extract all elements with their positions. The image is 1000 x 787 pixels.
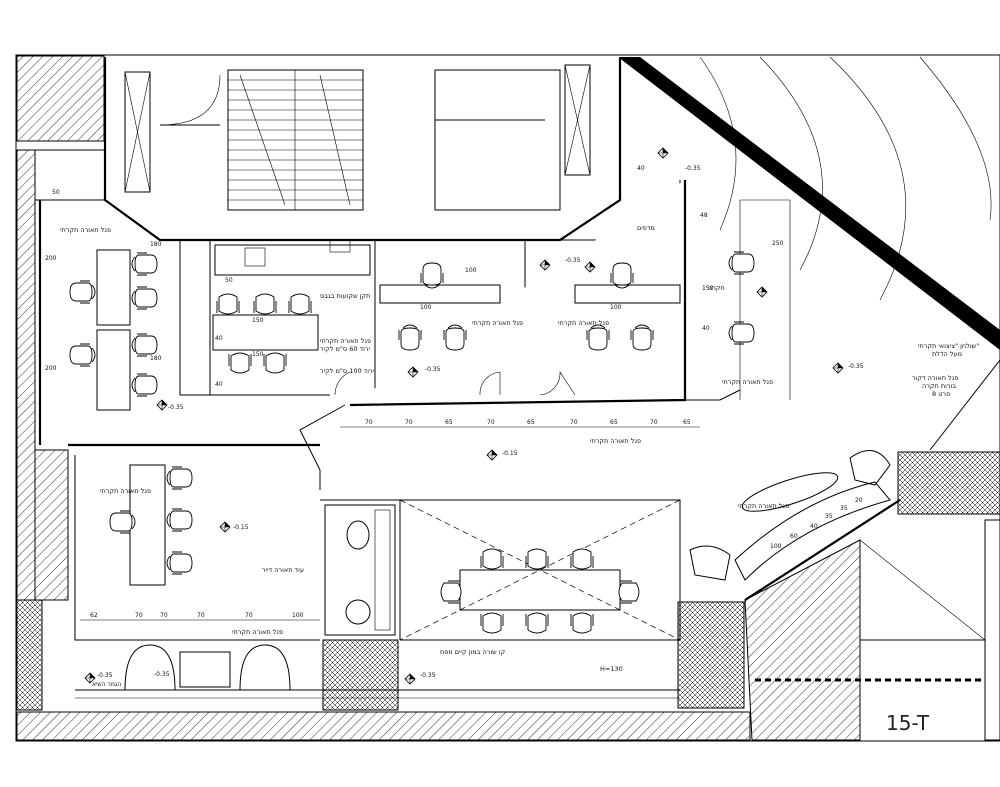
svg-text:-0.35: -0.35 — [420, 672, 436, 679]
label-conference: קו שורה במון קיים מפח — [440, 648, 506, 656]
label-office-mid: פנל תאורה תקרתי — [472, 319, 523, 327]
office-middle — [379, 262, 501, 351]
svg-text:-0.15: -0.15 — [233, 524, 249, 531]
exterior-walls — [16, 55, 1000, 741]
conference-room — [399, 499, 681, 641]
label-corner-c: פנל תאורה דקור — [912, 374, 958, 382]
svg-text:60: 60 — [790, 533, 798, 540]
label-kitchen-top: תקן שקועות בגבס — [320, 292, 370, 300]
svg-text:250: 250 — [772, 240, 784, 247]
svg-text:40: 40 — [215, 335, 223, 342]
svg-text:35: 35 — [825, 513, 833, 520]
svg-text:70: 70 — [405, 419, 413, 426]
svg-text:100: 100 — [465, 267, 477, 274]
svg-text:65: 65 — [683, 419, 691, 426]
svg-text:50: 50 — [225, 277, 233, 284]
svg-text:100: 100 — [292, 612, 304, 619]
label-corner-e: פרט 8 — [932, 390, 950, 398]
corner-lounge — [689, 450, 891, 581]
svg-text:-0.35: -0.35 — [154, 671, 170, 678]
label-corridor: פנל תאורה תקרתי — [590, 437, 641, 445]
label-office-tl: פנל תאורה תקרתי — [60, 226, 111, 234]
svg-text:150: 150 — [252, 317, 264, 324]
level-values: -0.35 -0.35 -0.35 -0.35 -0.15 -0.15 -0.3… — [92, 165, 864, 688]
svg-text:35: 35 — [840, 505, 848, 512]
svg-text:65: 65 — [610, 419, 618, 426]
svg-text:-0.35: -0.35 — [168, 404, 184, 411]
office-lower-left — [109, 464, 193, 586]
svg-text:70: 70 — [245, 612, 253, 619]
corridor-dimensions: 70 70 65 70 65 70 65 70 65 — [340, 419, 700, 428]
office-right — [574, 251, 755, 351]
svg-text:100: 100 — [610, 304, 622, 311]
doors — [334, 370, 576, 396]
svg-text:-0.35: -0.35 — [425, 366, 441, 373]
label-kitchen-low2: ירוד 100 ס"מ לקיר — [320, 367, 375, 375]
svg-text:70: 70 — [365, 419, 373, 426]
office-top-left — [69, 249, 158, 411]
svg-text:70: 70 — [487, 419, 495, 426]
svg-text:50: 50 — [52, 189, 60, 196]
svg-text:150: 150 — [252, 351, 264, 358]
svg-text:70: 70 — [650, 419, 658, 426]
label-right-wall: פנל תאורה תקרתי — [722, 378, 773, 386]
svg-text:65: 65 — [445, 419, 453, 426]
label-window-note: H=130 — [600, 665, 623, 673]
svg-text:70: 70 — [160, 612, 168, 619]
svg-text:-0.35: -0.35 — [848, 363, 864, 370]
svg-text:-0.35: -0.35 — [565, 257, 581, 264]
svg-text:48: 48 — [700, 212, 708, 219]
label-printers: מדפים — [637, 224, 655, 232]
annotations: פנל תאורה תקרתי פנל תאורה תקרתי ירוד 60 … — [60, 224, 979, 673]
label-lounge: פנל תאורה תקרתי — [738, 502, 789, 510]
label-office-right: פנל תאורה תקרתי — [558, 319, 609, 327]
lower-dimensions: 62 70 70 70 70 100 — [80, 612, 320, 621]
svg-text:70: 70 — [197, 612, 205, 619]
svg-text:-0.35: -0.35 — [685, 165, 701, 172]
svg-text:100: 100 — [770, 543, 782, 550]
svg-text:70: 70 — [135, 612, 143, 619]
label-lower-left2: פנל תאורה תקרתי — [232, 628, 283, 636]
svg-text:150: 150 — [702, 285, 714, 292]
label-corner-d: בורות תקרה — [922, 382, 956, 390]
svg-text:-0.35: -0.35 — [97, 672, 113, 679]
svg-text:200: 200 — [45, 255, 57, 262]
sheet-frame — [15, 54, 1000, 742]
title-block — [755, 519, 1000, 741]
label-note-small: תקרה — [708, 284, 725, 292]
svg-text:200: 200 — [45, 365, 57, 372]
svg-text:62: 62 — [90, 612, 98, 619]
svg-text:180: 180 — [150, 241, 162, 248]
svg-text:70: 70 — [570, 419, 578, 426]
svg-text:40: 40 — [637, 165, 645, 172]
curved-stair — [699, 56, 992, 301]
label-kitchen-low1: ירוד 60 ס"מ לקיר — [320, 345, 371, 353]
svg-text:65: 65 — [527, 419, 535, 426]
svg-text:40: 40 — [215, 381, 223, 388]
label-corner-a: שולחן "ציצואי תקרתי" — [918, 342, 979, 350]
stair-core — [103, 57, 622, 242]
wc — [324, 504, 396, 636]
svg-text:20: 20 — [855, 497, 863, 504]
svg-text:-0.15: -0.15 — [502, 450, 518, 457]
misc-dimensions: 50 200 200 50 150 150 180 180 40 40 100 … — [45, 165, 863, 550]
svg-text:הגמר השיא: הגמר השיא — [92, 681, 121, 688]
label-wc: עוד תאורה דייר — [262, 566, 304, 574]
lounge — [124, 644, 291, 691]
sheet-tag: 15-T — [886, 711, 930, 735]
svg-text:40: 40 — [810, 523, 818, 530]
svg-text:180: 180 — [150, 355, 162, 362]
label-kitchen-panel: פנל תאורה תקרתי — [320, 337, 371, 345]
kitchen — [212, 239, 371, 374]
svg-text:40: 40 — [702, 325, 710, 332]
label-lower-left: פנל תאורה תקרתי — [100, 487, 151, 495]
label-corner-b: מעל הדלת — [932, 350, 962, 358]
svg-text:100: 100 — [420, 304, 432, 311]
